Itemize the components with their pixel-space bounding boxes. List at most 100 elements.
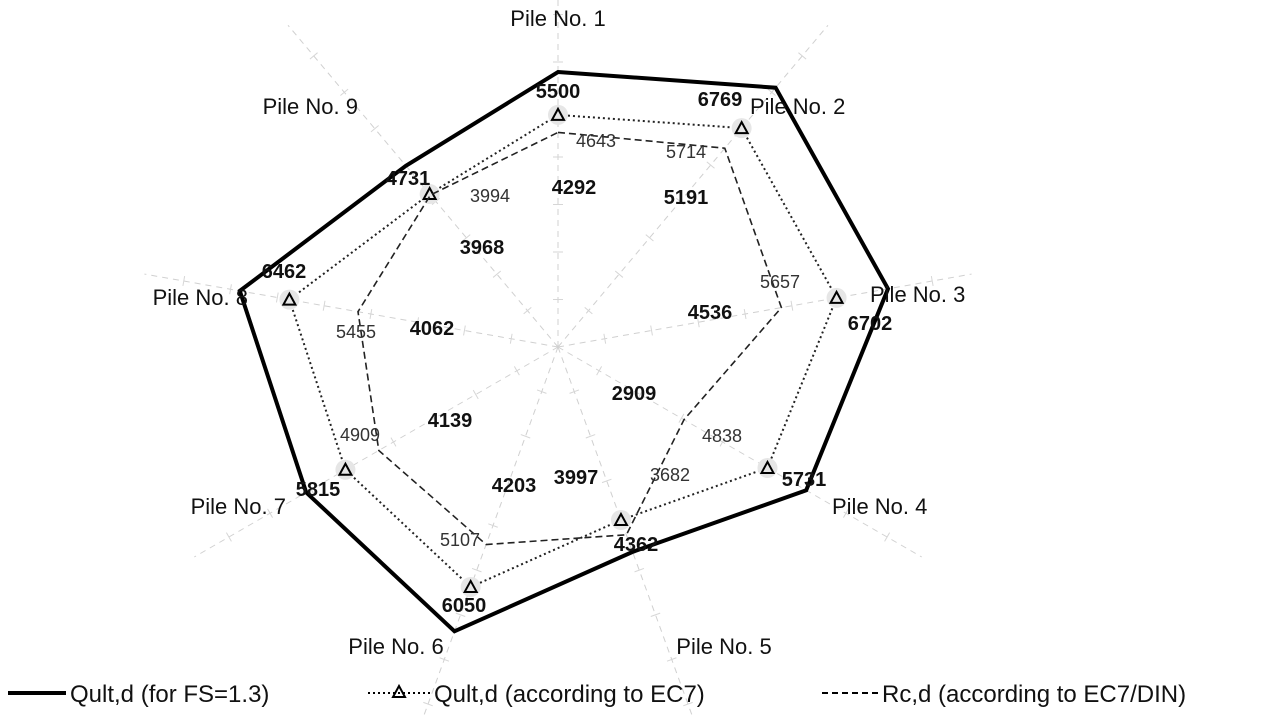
series-2-value-label-8: 5455 [336, 322, 376, 342]
series-3-value-label-6: 4203 [492, 475, 537, 497]
category-label-1: Pile No. 1 [510, 6, 605, 31]
spoke-tick [340, 88, 349, 96]
spoke-tick [614, 270, 624, 278]
spoke-tick [675, 197, 685, 206]
series-1-value-label-1: 5500 [536, 81, 581, 103]
category-label-5: Pile No. 5 [676, 634, 771, 659]
series-1-value-label-5: 4362 [614, 534, 659, 556]
series-1-value-label-6: 6050 [442, 595, 487, 617]
spoke-tick [308, 484, 315, 495]
category-label-4: Pile No. 4 [832, 494, 927, 519]
spoke-tick [182, 276, 186, 287]
spoke-4 [557, 346, 922, 558]
spoke-tick [370, 125, 379, 133]
spoke-tick [666, 657, 677, 662]
spoke-tick [790, 300, 794, 311]
series-3-line [357, 131, 783, 546]
category-label-3: Pile No. 3 [870, 282, 965, 307]
spoke-tick [309, 52, 318, 60]
category-label-2: Pile No. 2 [750, 94, 845, 119]
spoke-tick [513, 366, 520, 376]
series-1-value-label-9: 4731 [386, 168, 431, 190]
spoke-tick [492, 270, 502, 278]
spoke-tick [678, 413, 685, 423]
spoke-tick [584, 307, 593, 315]
series-2-point-7 [337, 461, 354, 476]
spoke-tick [504, 478, 515, 484]
series-3-value-label-4: 2909 [612, 383, 657, 405]
series-3-value-label-8: 4062 [410, 318, 455, 340]
series-2-value-label-9: 3994 [470, 186, 510, 206]
spoke-tick [637, 389, 644, 400]
series-2-value-label-4: 4838 [702, 426, 742, 446]
legend-triangle-marker-icon [391, 683, 407, 698]
spoke-tick [229, 284, 232, 295]
series-2-point-8 [281, 291, 298, 306]
series-1-value-label-2: 6769 [698, 89, 743, 111]
spoke-tick [645, 234, 654, 242]
spoke-tick [743, 308, 747, 320]
spoke-tick [719, 437, 726, 447]
spoke-9 [287, 24, 559, 348]
category-label-7: Pile No. 7 [191, 494, 286, 519]
series-3-value-label-5: 3997 [554, 467, 599, 489]
spoke-2 [557, 24, 829, 348]
spoke-tick [523, 307, 532, 315]
category-label-6: Pile No. 6 [348, 634, 443, 659]
spoke-tick [431, 413, 438, 423]
spoke-tick [683, 701, 693, 707]
spoke-tick [462, 234, 471, 242]
series-2-value-label-6: 5107 [440, 530, 480, 550]
spoke-5 [557, 346, 694, 719]
spoke-tick [423, 701, 433, 707]
series-2-value-label-1: 4643 [576, 131, 616, 151]
series-3-value-label-2: 5191 [664, 187, 709, 209]
spoke-tick [267, 508, 273, 518]
spoke-7 [194, 346, 559, 558]
spoke-tick [596, 366, 603, 376]
spoke-tick [767, 88, 776, 96]
series-3-value-label-1: 4292 [552, 177, 597, 199]
spoke-tick [706, 161, 715, 169]
series-2-line [288, 113, 838, 589]
spoke-tick [472, 389, 479, 400]
series-1-line [237, 69, 891, 634]
spoke-tick [416, 317, 420, 328]
spoke-tick [369, 308, 373, 320]
series-2-point-3 [828, 289, 845, 304]
spoke-tick [225, 532, 232, 542]
spoke-tick [275, 292, 279, 303]
label-layer: Pile No. 1 Pile No. 2 Pile No. 3 Pile No. 4… [153, 6, 966, 659]
series-3-value-label-3: 4536 [688, 302, 733, 324]
series-2-value-label-5: 3682 [650, 465, 690, 485]
spoke-tick [455, 612, 466, 617]
series-2-value-label-2: 5714 [666, 142, 706, 162]
series-2-point-6 [462, 578, 479, 593]
spoke-3 [557, 273, 972, 348]
spoke-tick [569, 389, 580, 394]
spoke-tick [520, 434, 531, 439]
series-2-point-4 [759, 459, 776, 474]
spoke-tick [650, 612, 661, 617]
series-2-point-1 [550, 106, 566, 121]
legend: Qult,d (for FS=1.3) Qult,d (according to… [8, 681, 1186, 708]
spoke-tick [471, 567, 482, 573]
spoke-tick [322, 300, 326, 311]
spoke-6 [422, 346, 559, 719]
series-3-value-label-9: 3968 [460, 237, 505, 259]
series-2-value-label-7: 4909 [340, 425, 380, 445]
spoke-tick [843, 508, 849, 518]
spoke-8 [144, 273, 559, 348]
spoke-tick [536, 389, 547, 394]
spoke-tick [884, 532, 891, 542]
spoke-tick [488, 523, 498, 528]
series-1-value-label-8: 6462 [262, 261, 307, 283]
series-2-point-5 [613, 511, 629, 526]
spoke-tick [585, 434, 596, 439]
series-1-value-label-4: 5731 [782, 469, 827, 491]
spoke-tick [696, 317, 700, 328]
series-2-point-2 [733, 120, 750, 135]
series-3-value-label-7: 4139 [428, 410, 473, 432]
legend-label-series-3: Rc,d (according to EC7/DIN) [882, 681, 1186, 708]
